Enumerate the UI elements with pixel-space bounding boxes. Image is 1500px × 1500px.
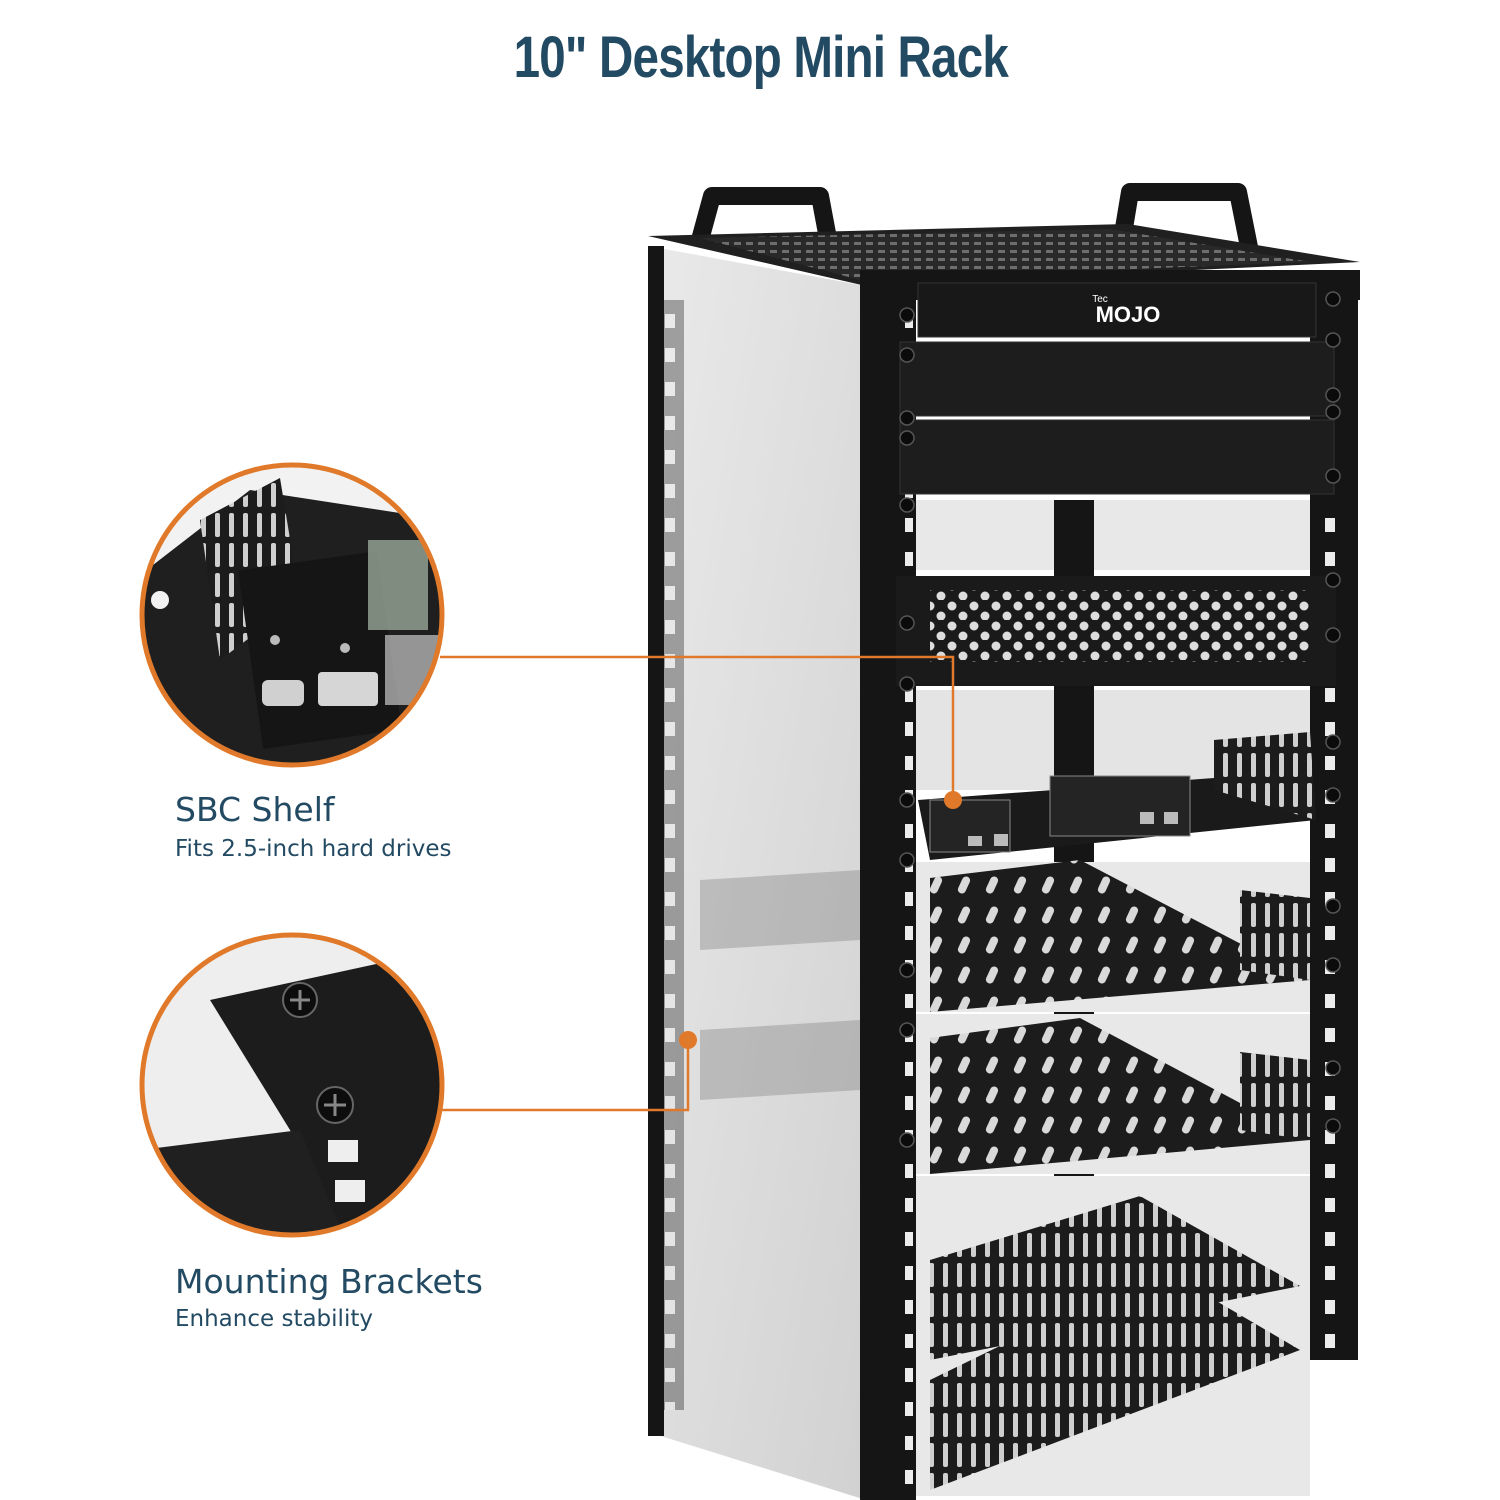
callout-connectors [440, 655, 955, 1112]
page-title: 10" Desktop Mini Rack [513, 25, 1009, 90]
mounting-bracket-marker [679, 1031, 697, 1049]
callout-sbc-shelf-title: SBC Shelf [175, 790, 335, 829]
vented-shelf-lower [916, 1014, 1310, 1174]
vented-shelf-upper [916, 860, 1310, 1012]
top-handle-left [691, 187, 841, 262]
side-glass-panel [648, 246, 866, 1500]
brand-logo-prefix: Tec [1092, 294, 1108, 305]
sbc-shelf [918, 732, 1316, 860]
callout-mounting-brackets-subtitle: Enhance stability [175, 1306, 373, 1332]
blank-panel-2 [899, 419, 1335, 495]
logo-panel: MOJO Tec [917, 282, 1317, 338]
vented-panel [896, 576, 1336, 686]
mounting-bracket-closeup [139, 932, 445, 1238]
callout-mounting-brackets-title: Mounting Brackets [175, 1262, 483, 1301]
callout-sbc-shelf-subtitle: Fits 2.5-inch hard drives [175, 836, 452, 862]
sbc-shelf-closeup [139, 462, 445, 768]
brand-logo: MOJO [1096, 302, 1161, 327]
top-handle-right [1113, 183, 1259, 254]
base-shelf [916, 1176, 1310, 1496]
sbc-shelf-marker [944, 791, 962, 809]
mini-rack: MOJO Tec [648, 183, 1360, 1500]
blank-panel-1 [899, 341, 1335, 417]
